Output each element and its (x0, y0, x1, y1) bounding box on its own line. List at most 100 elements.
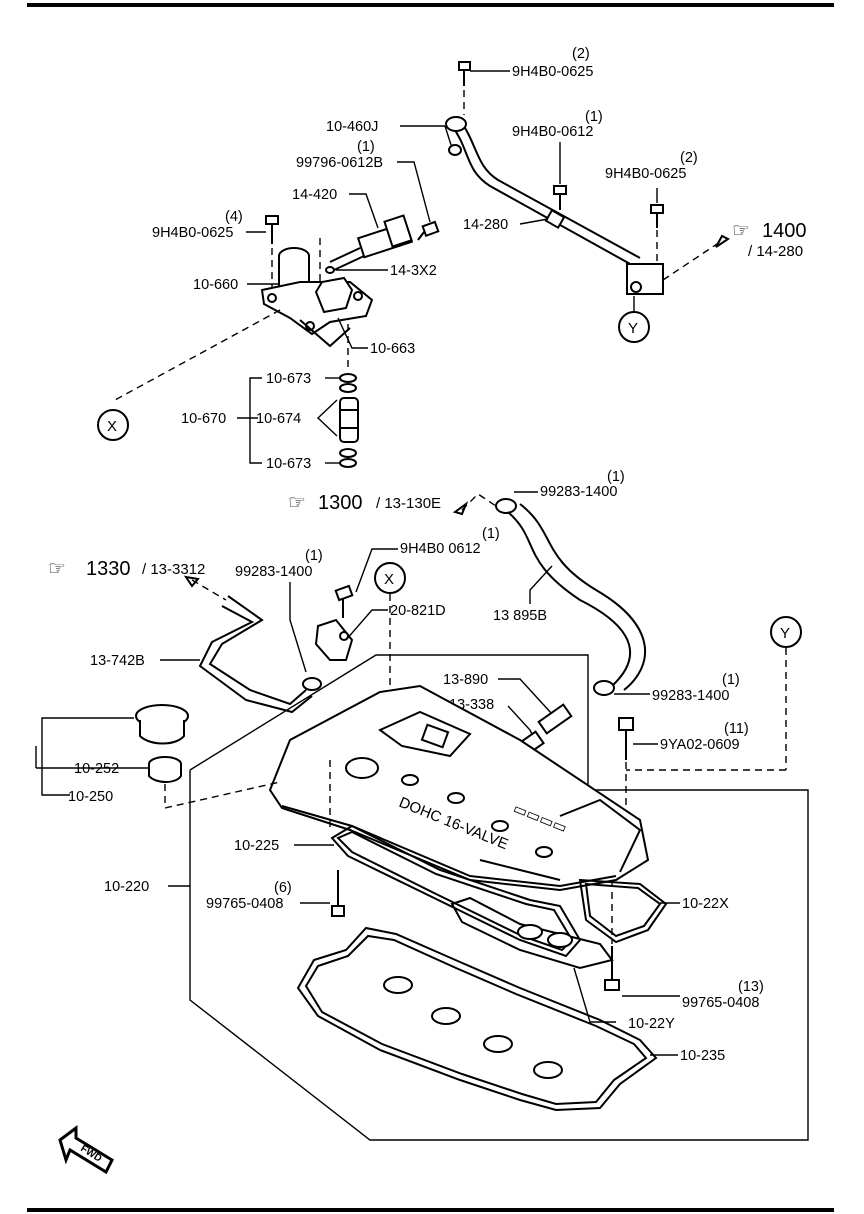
label-13-890: 13-890 (443, 672, 488, 688)
leader-10-674 (316, 399, 338, 437)
pcv-valve-13-890[interactable] (521, 703, 573, 754)
qty-9ya02-0609: (11) (724, 721, 749, 737)
leader-14-280 (519, 218, 549, 225)
ref-1300-sub: / 13-130E (376, 495, 441, 512)
label-99765-0408-right: 99765-0408 (682, 995, 759, 1011)
label-9h4b0-0625-right: 9H4B0-0625 (605, 166, 686, 182)
gasket-10-22y[interactable] (450, 896, 614, 970)
label-14-420: 14-420 (292, 187, 337, 203)
bolt-9ya02-0609[interactable] (618, 717, 634, 760)
label-13-895b: 13 895B (493, 608, 547, 624)
bolt-9h4b0-0625-left[interactable] (265, 215, 279, 244)
leader-10-250 (41, 717, 134, 796)
callout-y-top[interactable] (618, 311, 650, 343)
dash-callout-x (114, 309, 281, 401)
dash-ref-1330 (191, 579, 227, 601)
ref-1400: 1400 (762, 220, 807, 242)
callout-y-mid-text: Y (780, 625, 790, 642)
bolt-9h4b0-0625-top[interactable] (458, 61, 471, 86)
label-9h4b0-0612-top: 9H4B0-0612 (512, 124, 593, 140)
label-10-460j: 10-460J (326, 119, 378, 135)
callout-x-left[interactable] (97, 409, 129, 441)
qty-99796-0612b: (1) (357, 139, 375, 155)
label-14-3x2: 14-3X2 (390, 263, 437, 279)
pipe-10-674[interactable] (339, 397, 359, 443)
hose-13-895b[interactable] (507, 503, 646, 691)
bolt-99765-0408-right[interactable] (604, 946, 620, 991)
clamp-99283-1400-right[interactable] (593, 680, 615, 696)
qty-99283-1400-right: (1) (722, 672, 740, 688)
label-10-22x: 10-22X (682, 896, 729, 912)
label-14-280: 14-280 (463, 217, 508, 233)
valve-14-420[interactable] (329, 214, 414, 271)
label-20-821d: 20-821D (390, 603, 446, 619)
leader-20-821d (345, 609, 388, 641)
callout-y-mid[interactable] (770, 616, 802, 648)
qty-99765-0408-right: (13) (738, 979, 764, 995)
label-10-670: 10-670 (181, 411, 226, 427)
arrow-ref-1330 (183, 575, 200, 588)
bolt-9h4b0-0625-right[interactable] (650, 204, 664, 228)
label-9h4b0-0625-top: 9H4B0-0625 (512, 64, 593, 80)
oil-cap-10-250[interactable] (135, 704, 189, 745)
dash-ref-1300 (461, 493, 503, 511)
label-10-663: 10-663 (370, 341, 415, 357)
housing-10-660[interactable] (260, 247, 374, 348)
bolt-9h4b0-0612-mid[interactable] (334, 584, 354, 618)
cylinder-head-cover[interactable] (268, 684, 650, 892)
qty-9h4b0-0612-mid: (1) (482, 526, 500, 542)
label-10-220: 10-220 (104, 879, 149, 895)
qty-99283-1400-left: (1) (305, 548, 323, 564)
clamp-99283-1400-left[interactable] (302, 677, 322, 691)
leader-10-460j-b (444, 125, 453, 149)
leader-10-663 (337, 317, 368, 349)
ref-symbol-1330: ☞ (48, 558, 66, 580)
qty-9h4b0-0625-right: (2) (680, 150, 698, 166)
label-10-250: 10-250 (68, 789, 113, 805)
bolt-99765-0408-left[interactable] (331, 870, 345, 917)
bolt-9h4b0-0612-top[interactable] (553, 185, 567, 210)
label-99283-1400-left: 99283-1400 (235, 564, 312, 580)
label-10-22y: 10-22Y (628, 1016, 675, 1032)
bolt-99796-0612b[interactable] (417, 220, 440, 241)
leader-99283-1400-left (289, 582, 307, 673)
label-10-235: 10-235 (680, 1048, 725, 1064)
label-13-742b: 13-742B (90, 653, 145, 669)
callout-x-left-text: X (107, 418, 117, 435)
hose-13-742b[interactable] (198, 595, 313, 714)
cover-assembly-frame (189, 654, 809, 1141)
fwd-arrow (58, 1125, 114, 1175)
gasket-10-22x[interactable] (578, 878, 668, 944)
qty-99283-1400-top: (1) (607, 469, 625, 485)
label-99283-1400-right: 99283-1400 (652, 688, 729, 704)
bracket-20-821d[interactable] (314, 618, 354, 661)
dash-ref-1400 (662, 241, 721, 281)
leader-13-890 (498, 678, 553, 715)
leader-14-420 (349, 193, 379, 229)
bracket-10-670 (249, 377, 262, 464)
ref-1330-sub: / 13-3312 (142, 561, 205, 578)
label-9h4b0-0625-left: 9H4B0-0625 (152, 225, 233, 241)
gasket-14-3x2[interactable] (325, 266, 335, 274)
label-10-252: 10-252 (74, 761, 119, 777)
clamp-99283-1400-top[interactable] (495, 498, 517, 514)
label-9h4b0-0612-mid: 9H4B0 0612 (400, 541, 481, 557)
qty-9h4b0-0625-left: (4) (225, 209, 243, 225)
leader-13-895b (529, 565, 553, 604)
ref-symbol-1300: ☞ (288, 492, 306, 514)
gasket-10-235[interactable] (296, 926, 658, 1112)
gasket-10-252[interactable] (148, 756, 182, 783)
label-10-673-a: 10-673 (266, 371, 311, 387)
ref-symbol-1400: ☞ (732, 220, 750, 242)
ref-1300: 1300 (318, 492, 363, 514)
label-99796-0612b: 99796-0612B (296, 155, 383, 171)
arrow-ref-1300 (452, 501, 469, 516)
water-pipe[interactable] (445, 116, 664, 295)
callout-x-mid[interactable] (374, 562, 406, 594)
qty-99765-0408-left: (6) (274, 880, 292, 896)
gasket-10-460j[interactable] (448, 144, 462, 156)
qty-9h4b0-0612-top: (1) (585, 109, 603, 125)
leader-99796-0612b (397, 161, 431, 223)
ref-1400-sub: / 14-280 (748, 243, 803, 260)
o-rings-10-673[interactable] (339, 373, 357, 468)
